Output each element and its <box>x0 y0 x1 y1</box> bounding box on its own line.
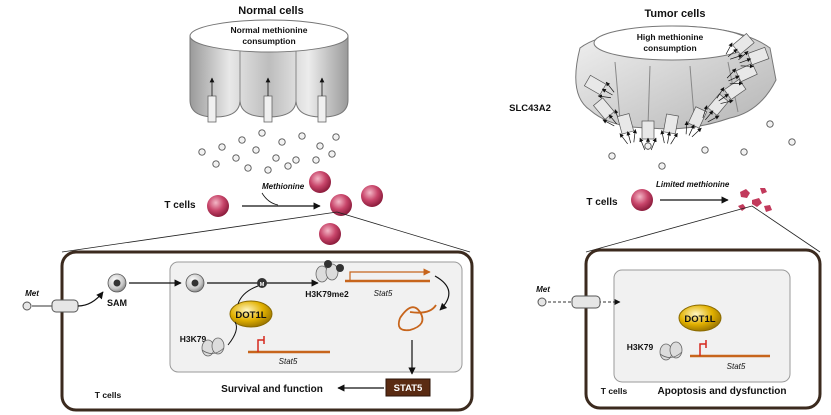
tumor-dot1l-enzyme <box>678 304 722 332</box>
methionine-particle <box>258 129 266 137</box>
methionine-particle <box>284 162 292 170</box>
zoom-line <box>751 205 821 253</box>
methionine-particle <box>232 154 240 162</box>
methionine-particle <box>264 166 272 174</box>
methionine-particle <box>701 146 709 154</box>
methionine-particle <box>766 120 774 128</box>
stat5-gene-lower: Stat5 <box>279 357 298 366</box>
slc43a2-transporter <box>639 120 657 151</box>
tumor-h3k79-nucleosome <box>659 341 683 361</box>
stat5-protein-box <box>385 378 431 397</box>
normal-t-cell-expanded <box>309 171 331 193</box>
tumor-dot1l-label: DOT1L <box>684 314 715 325</box>
tumor-met-label: Met <box>536 285 550 294</box>
normal-met-transporter <box>51 299 79 313</box>
normal-cell-cluster <box>189 19 349 118</box>
methionine-particle <box>298 132 306 140</box>
normal-transporters <box>207 77 327 123</box>
normal-t-cell <box>207 195 229 217</box>
tumor-box-t-cells-label: T cells <box>601 386 628 396</box>
survival-label: Survival and function <box>221 384 323 395</box>
tumor-t-cell <box>631 189 653 211</box>
tumor-stat5-gene-label: Stat5 <box>727 362 746 371</box>
stat5-gene-upper: Stat5 <box>374 289 393 298</box>
slc43a2-transporter <box>660 113 679 145</box>
methionine-particle <box>740 148 748 156</box>
tumor-title: Tumor cells <box>645 8 706 20</box>
slc43a2-transporter <box>583 74 615 99</box>
zoom-line <box>336 211 471 253</box>
methionine-particle <box>788 138 796 146</box>
h3k79-nucleosome <box>201 337 225 357</box>
methionine-particle <box>252 146 260 154</box>
slc43a2-transporter <box>738 46 770 69</box>
normal-consumption-line2: consumption <box>242 36 295 46</box>
methionine-particle <box>312 156 320 164</box>
apoptosis-label: Apoptosis and dysfunction <box>658 386 787 397</box>
tumor-met-molecule <box>537 297 547 307</box>
limited-methionine-label: Limited methionine <box>656 180 730 189</box>
normal-t-cell-expanded <box>319 223 341 245</box>
dot1l-enzyme <box>229 300 273 328</box>
zoom-line <box>61 211 338 253</box>
sam-label: SAM <box>107 298 127 308</box>
tumor-t-cells-label: T cells <box>586 197 618 208</box>
slc43a2-transporter <box>616 113 637 145</box>
h3k79me2-nucleosome <box>315 260 344 283</box>
tumor-transporters <box>583 32 770 151</box>
slc43a2-transporter <box>702 93 730 123</box>
normal-nucleus <box>169 261 463 373</box>
methionine-particle <box>272 154 280 162</box>
normal-t-cell-expanded <box>330 194 352 216</box>
methionine-particle <box>218 143 226 151</box>
methionine-particle <box>644 142 652 150</box>
normal-consumption-line1: Normal methionine <box>231 25 308 35</box>
methionine-particle <box>238 136 246 144</box>
h3k79-label: H3K79 <box>180 334 207 344</box>
normal-title: Normal cells <box>238 5 303 17</box>
methionine-particle <box>212 160 220 168</box>
normal-methionine-particles <box>198 129 340 174</box>
tumor-met-transporter <box>571 295 601 309</box>
slc43a2-transporter <box>684 106 708 138</box>
tumor-consumption-line2: consumption <box>643 43 696 53</box>
zoom-line <box>585 205 753 253</box>
slc43a2-transporter <box>725 32 755 60</box>
methionine-particle <box>198 148 206 156</box>
methionine-particle <box>292 156 300 164</box>
normal-t-cell-expanded <box>361 185 383 207</box>
normal-methionine-label: Methionine <box>262 182 305 191</box>
dot1l-label: DOT1L <box>235 310 266 321</box>
tumor-methionine-particles <box>608 120 796 170</box>
methionine-particle <box>244 164 252 172</box>
methyl-badge: M <box>260 282 265 288</box>
stat5-protein-label: STAT5 <box>394 383 423 394</box>
tumor-h3k79-label: H3K79 <box>627 342 654 352</box>
normal-t-cells-label: T cells <box>164 200 196 211</box>
normal-met-label: Met <box>25 289 39 298</box>
normal-box-t-cells-label: T cells <box>95 390 122 400</box>
slc43a2-label: SLC43A2 <box>509 103 551 114</box>
normal-met-molecule <box>22 301 32 311</box>
tumor-consumption-line1: High methionine <box>637 32 704 42</box>
methionine-particle <box>332 133 340 141</box>
methionine-particle <box>608 152 616 160</box>
methionine-particle <box>658 162 666 170</box>
tumor-t-cell-fragments <box>738 188 772 212</box>
stat5-mrna <box>397 304 437 332</box>
methionine-particle <box>316 142 324 150</box>
normal-inhibition-bar <box>257 336 265 352</box>
h3k79me2-label: H3K79me2 <box>305 289 349 299</box>
methionine-particle <box>328 150 336 158</box>
methyl-group <box>257 278 267 288</box>
methionine-particle <box>278 138 286 146</box>
tumor-inhibition-bar <box>699 340 707 356</box>
